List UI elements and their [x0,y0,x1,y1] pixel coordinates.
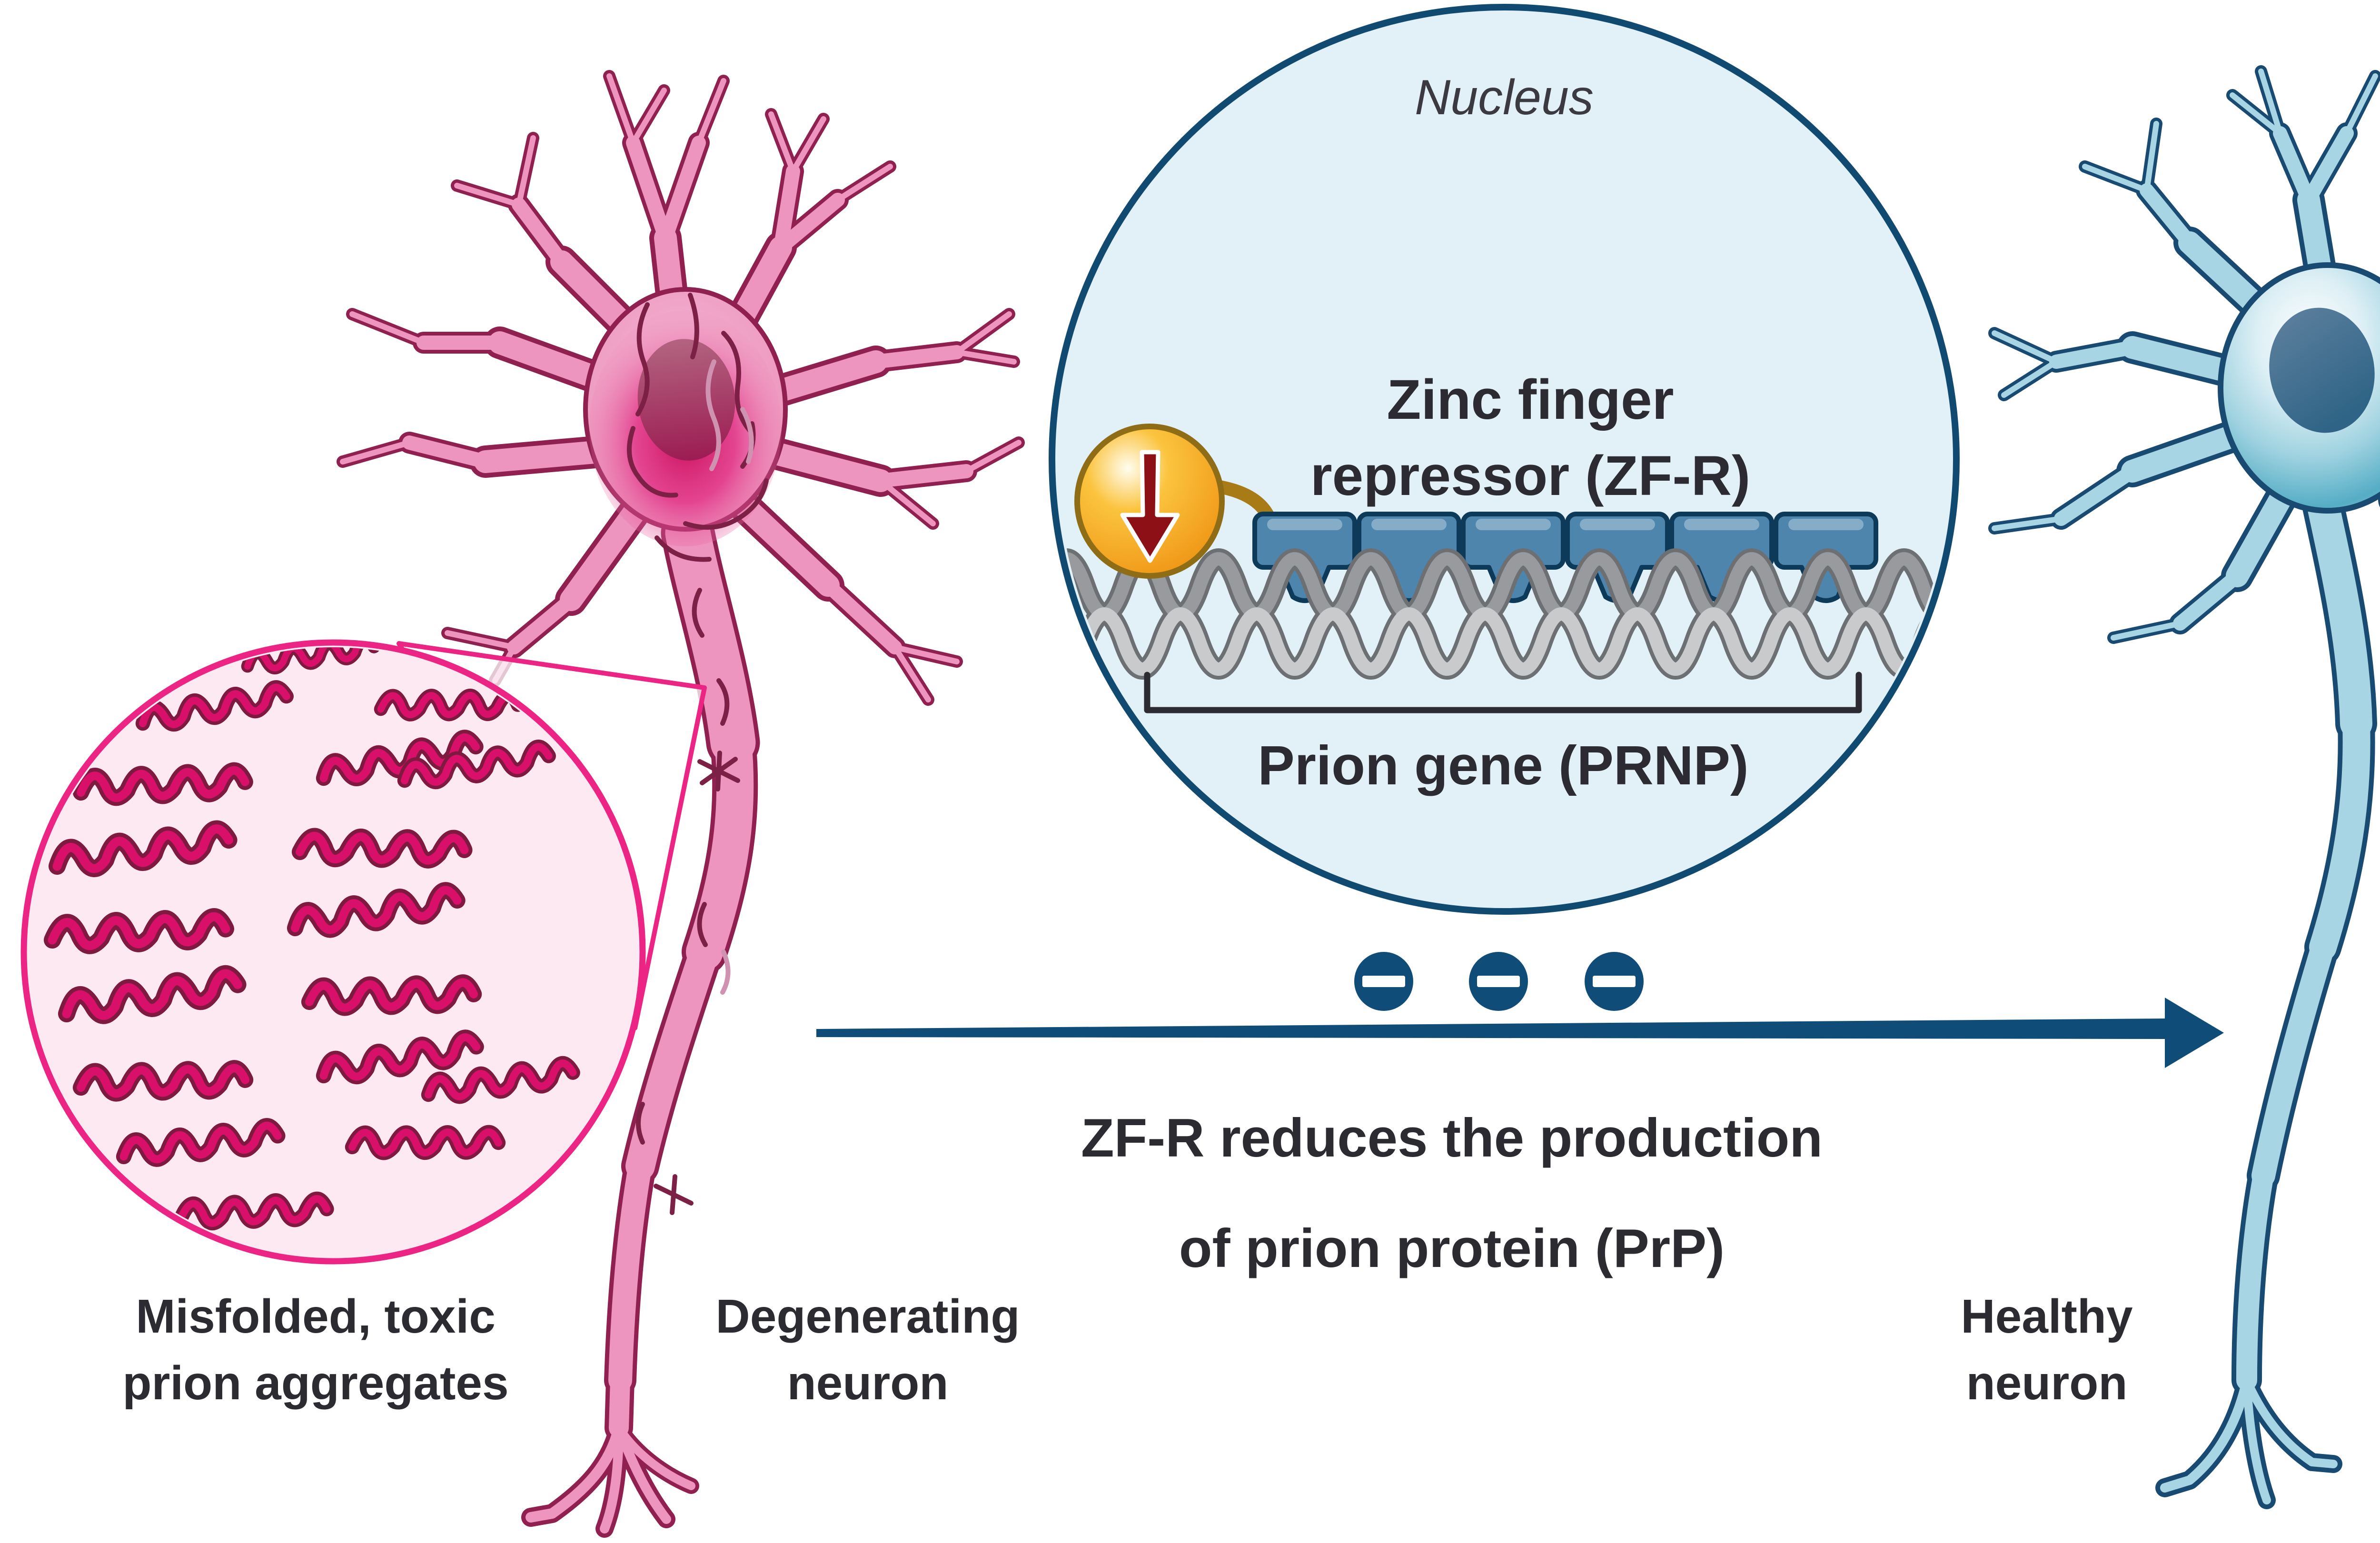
repression-ball [1074,424,1225,579]
aggregates-label-line1: Misfolded, toxic [136,1290,496,1343]
repression-flow: ZF-R reduces the production of prion pro… [816,952,2224,1279]
flow-caption-line1: ZF-R reduces the production [1081,1108,1823,1168]
degenerating-label-line1: Degenerating [715,1290,1020,1343]
healthy-label-line2: neuron [1966,1356,2128,1410]
blue-axon-outline [2155,484,2377,1509]
nucleus-circle [1049,4,1960,915]
prion-aggregates-inset [20,639,646,1265]
blue-axon [2160,488,2372,1504]
blue-nucleus [2269,307,2375,433]
blue-dendrites [1992,69,2380,641]
degeneration-tangles [627,293,769,1215]
flow-arrow [816,998,2224,1068]
nucleus-inset: Nucleus Zinc finger repressor (ZF-R) [1049,4,1960,915]
healthy-neuron [1988,65,2380,1509]
nucleus-title: Nucleus [1415,70,1594,125]
gene-label: Prion gene (PRNP) [1258,734,1748,796]
flow-caption-line2: of prion protein (PrP) [1179,1218,1725,1279]
healthy-label-line1: Healthy [1961,1290,2133,1343]
prion-circle [20,639,646,1265]
dna-helix [1058,548,1951,680]
aggregates-label-line2: prion aggregates [122,1356,508,1410]
minus-icon [1469,952,1528,1011]
zf-label-line1: Zinc finger [1387,368,1674,431]
degenerating-neuron [337,70,1025,1538]
minus-icon [1585,952,1644,1011]
figure-labels: Misfolded, toxic prion aggregates Degene… [122,1290,2133,1410]
zf-label-line2: repressor (ZF-R) [1310,445,1750,507]
degenerating-label-line2: neuron [787,1356,949,1410]
gene-bracket [1144,672,1862,713]
down-arrow-icon [1120,450,1180,563]
minus-icon [1354,952,1413,1011]
